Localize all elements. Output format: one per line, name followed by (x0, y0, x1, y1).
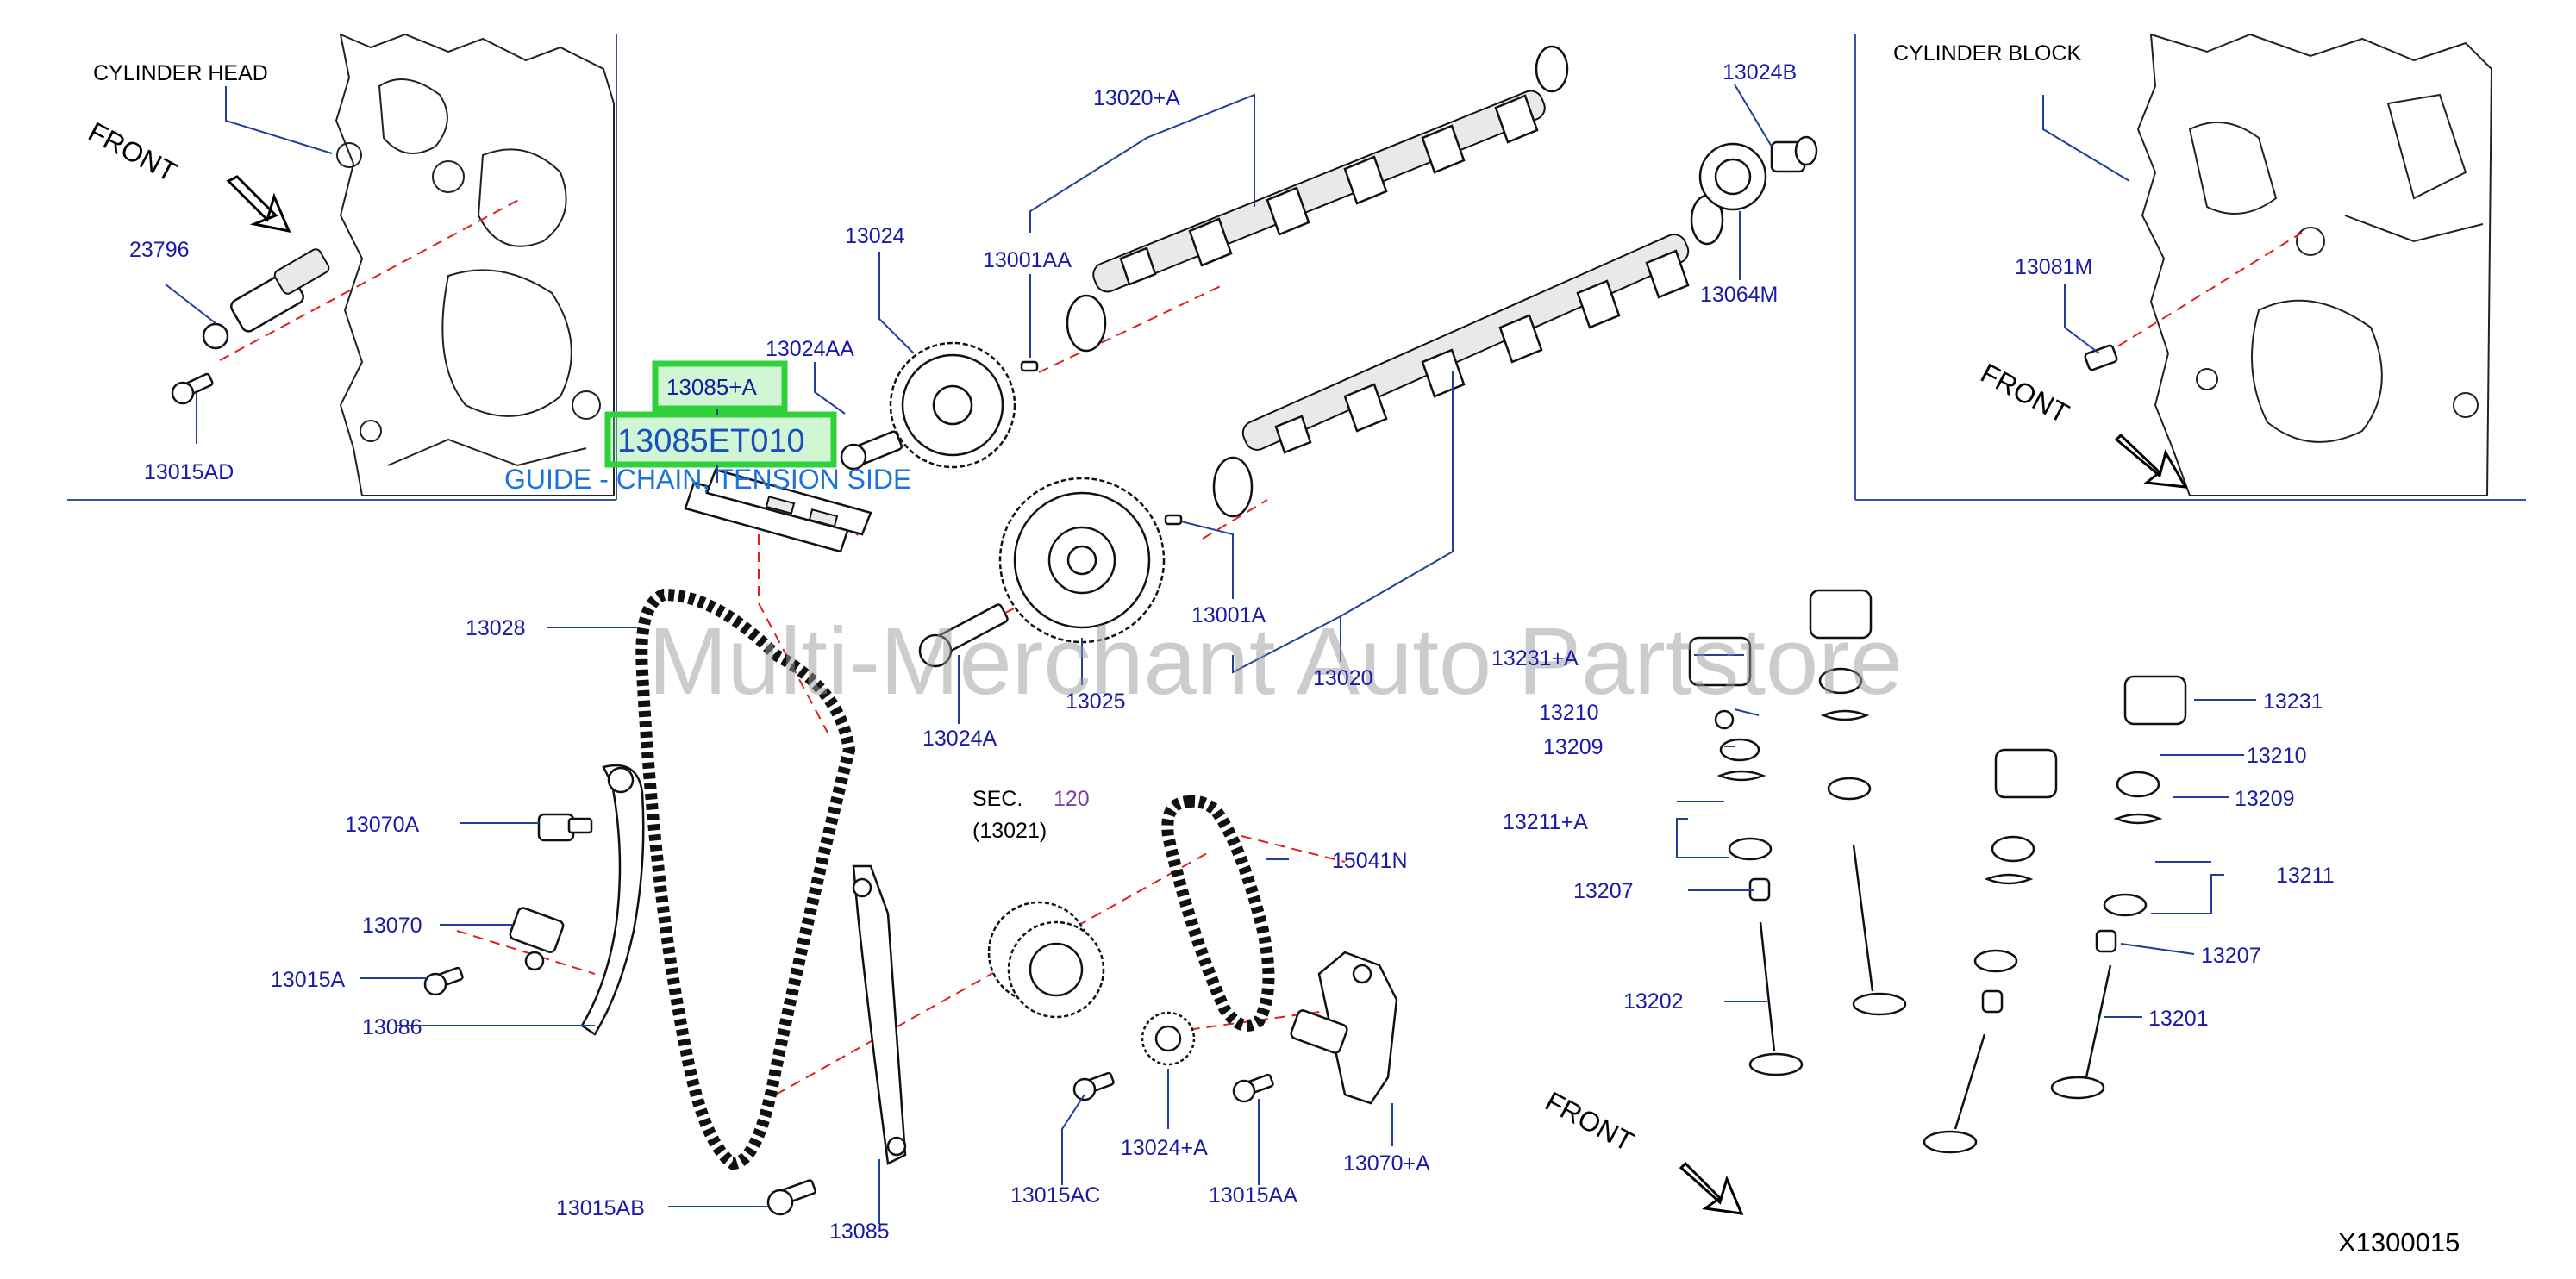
vvt-sprocket-13025 (998, 477, 1166, 644)
callout-13024A[interactable]: 13024A (922, 727, 997, 751)
bolt-13015AA (1232, 1073, 1274, 1103)
callout-13085[interactable]: 13085 (829, 1220, 890, 1244)
sprocket-13024 (889, 341, 1016, 469)
callout-13210-left[interactable]: 13210 (1539, 701, 1599, 725)
exhaust-camshaft (1212, 194, 1724, 518)
tensioner-13070 (509, 907, 565, 971)
front-arrow-1 (226, 175, 291, 234)
callout-13015AC[interactable]: 13015AC (1010, 1183, 1100, 1207)
callout-13001AA[interactable]: 13001AA (983, 248, 1072, 272)
highlight-part-number: 13085ET010 (617, 423, 805, 459)
callout-13070[interactable]: 13070 (362, 914, 422, 938)
callout-13202[interactable]: 13202 (1623, 989, 1684, 1014)
front-label-3: FRONT (1541, 1085, 1639, 1157)
section-part: (13021) (972, 819, 1047, 843)
callout-13025[interactable]: 13025 (1066, 689, 1126, 714)
valve-set-left (1688, 589, 1907, 1076)
dowel-13001AA (1020, 360, 1039, 372)
callout-13207-left[interactable]: 13207 (1573, 879, 1634, 903)
dowel-13001A (1164, 514, 1183, 526)
callout-13015AB[interactable]: 13015AB (556, 1196, 645, 1220)
callout-13020[interactable]: 13020 (1313, 666, 1373, 690)
callout-13064M[interactable]: 13064M (1700, 283, 1778, 307)
bolt-13015AC (1072, 1071, 1115, 1101)
highlight-box-13085A[interactable] (652, 360, 788, 412)
callout-13015AA[interactable]: 13015AA (1209, 1183, 1297, 1207)
bolt-13015A (423, 966, 464, 996)
callout-13024B[interactable]: 13024B (1723, 60, 1797, 84)
front-arrow-3 (1679, 1161, 1744, 1215)
bolt-13015AB (766, 1179, 816, 1216)
callout-13020A[interactable]: 13020+A (1093, 86, 1180, 110)
callout-13211A[interactable]: 13211+A (1503, 810, 1588, 834)
bolt-13024A (918, 603, 1009, 668)
front-label-2: FRONT (1976, 357, 2074, 429)
section-number[interactable]: 120 (1054, 787, 1090, 811)
callout-13024A-plus[interactable]: 13024+A (1121, 1136, 1208, 1160)
front-arrow-2 (2114, 433, 2188, 489)
highlight-box-part-number[interactable] (604, 411, 837, 468)
vvt-solenoid (202, 248, 330, 350)
valve-set-right (1923, 675, 2187, 1154)
cylinder-block-inset (1854, 33, 2526, 501)
callout-13209-right[interactable]: 13209 (2235, 787, 2295, 811)
callout-13231A[interactable]: 13231+A (1491, 646, 1579, 671)
pivot-bolt-13070A (537, 813, 593, 842)
diagram-code: X1300015 (2338, 1227, 2460, 1257)
intake-camshaft (1066, 45, 1569, 353)
callout-13231[interactable]: 13231 (2263, 689, 2323, 714)
front-label-1: FRONT (84, 115, 182, 188)
plug-13081M (2084, 344, 2118, 371)
cylinder-block-label: CYLINDER BLOCK (1893, 41, 2081, 66)
callout-13015A[interactable]: 13015A (271, 968, 346, 992)
callout-13001A[interactable]: 13001A (1191, 603, 1266, 627)
callout-13207-right[interactable]: 13207 (2201, 944, 2261, 968)
highlight-box-label: 13085+A (666, 374, 757, 400)
callout-23796[interactable]: 23796 (129, 238, 190, 262)
callout-13086[interactable]: 13086 (362, 1015, 422, 1039)
section-prefix: SEC. (972, 787, 1022, 811)
leader-lines (165, 84, 2256, 1224)
callout-13211[interactable]: 13211 (2276, 864, 2335, 888)
cylinder-head-inset (67, 33, 617, 501)
callout-13209-left[interactable]: 13209 (1543, 735, 1604, 759)
slack-guide-13086 (580, 764, 645, 1036)
callout-13201[interactable]: 13201 (2148, 1007, 2209, 1031)
chain-guide-tension-side (684, 468, 872, 553)
chain-guide-13085 (852, 864, 907, 1165)
plug-13024B (1770, 135, 1818, 173)
crank-sprocket-13021 (987, 901, 1105, 1019)
callout-13081M[interactable]: 13081M (2015, 255, 2092, 279)
callout-13024[interactable]: 13024 (845, 224, 905, 248)
watermark: Multi-Merchant Auto Partstore (648, 608, 1903, 714)
callout-13028[interactable]: 13028 (466, 616, 526, 640)
timing-chain-13028 (635, 588, 856, 1170)
oil-pump-chain-15041N (1161, 795, 1275, 1032)
bolt-13015AD (171, 372, 214, 405)
signal-plate-13064M (1698, 142, 1767, 211)
cylinder-head-label: CYLINDER HEAD (93, 61, 268, 85)
sprocket-13024A (1141, 1011, 1196, 1066)
tensioner-13070A (1290, 951, 1398, 1105)
callout-13070A[interactable]: 13070A (345, 813, 420, 837)
bolt-13024AA (840, 430, 903, 471)
callout-13070A-plus[interactable]: 13070+A (1343, 1151, 1430, 1176)
callout-15041N[interactable]: 15041N (1332, 849, 1408, 873)
callout-13024AA[interactable]: 13024AA (766, 337, 854, 361)
callout-labels: 23796 13015AD 13024AA 13024 13001AA 1302… (129, 60, 2335, 1244)
highlight-callout (604, 360, 837, 483)
highlight-description: GUIDE - CHAIN, TENSION SIDE (504, 464, 911, 495)
callout-13210-right[interactable]: 13210 (2247, 744, 2307, 768)
callout-13015AD[interactable]: 13015AD (144, 460, 234, 484)
